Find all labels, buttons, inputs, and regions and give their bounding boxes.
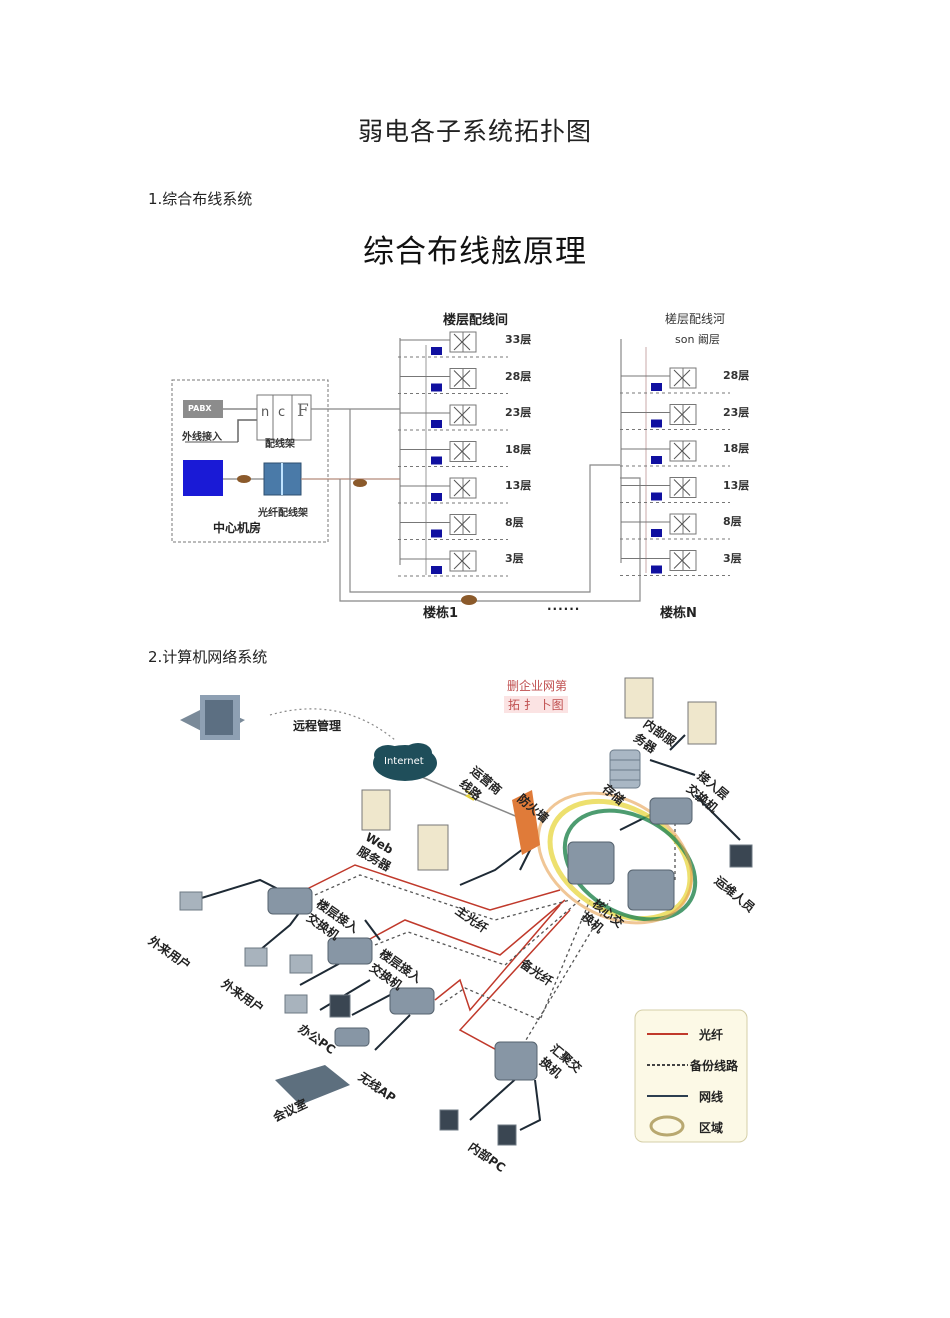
buildingN-header: 槎层配线河 (665, 312, 726, 326)
floor-outlet-block (431, 566, 442, 574)
document-title: 弱电各子系统拓扑图 (357, 117, 592, 146)
fiber-coupler-icon (237, 475, 251, 483)
laptop-icon-3 (289, 954, 313, 974)
cabling-diagram: PABX 外线接入 n c F 配线架 光纤配线架 中心机房 楼层配线间 33层… (160, 295, 780, 625)
ops-staff-icon (729, 844, 753, 868)
internal-server-icon-1 (624, 677, 654, 719)
patch-panel-label: 配线架 (265, 439, 295, 450)
floor-label: 3层 (505, 552, 524, 565)
web-server-icon-1 (361, 789, 391, 831)
floor-outlet-block (431, 456, 442, 465)
legend-backup-label: 备份线路 (690, 1059, 739, 1073)
floor-outlet-block (651, 419, 662, 428)
floor-label: 18层 (723, 442, 750, 455)
center-room-label: 中心机房 (213, 521, 262, 535)
zone-ring-orange (536, 791, 694, 925)
network-diagram: 删企业网第 拓 扌 卜图 远程管理 Internet 运营商线路 防火墙 Web… (140, 670, 800, 1190)
network-diagram-graphics (179, 677, 753, 1146)
floor-outlet-block (431, 529, 442, 538)
internal-pc-icon-1 (439, 1109, 459, 1131)
legend-cable-label: 网线 (699, 1090, 724, 1104)
section-heading-cabling: 1.综合布线系统 (148, 190, 253, 208)
fiber-panel-label: 光纤配线架 (258, 508, 308, 519)
office-building-icon (180, 695, 245, 740)
storage-icon (609, 749, 641, 789)
laptop-icon-4 (284, 994, 308, 1014)
patch-panel-glyph-3: F (297, 401, 309, 421)
buildingN-subheader: son 阚层 (675, 333, 720, 346)
internal-server-icon-2 (687, 701, 717, 745)
pabx-box (183, 400, 223, 418)
core-switch-icon-2 (627, 869, 675, 911)
internet-label: Internet (384, 756, 424, 767)
patch-panel-box (256, 394, 312, 441)
remote-mgmt-label: 远程管理 (293, 719, 342, 733)
internal-pc-icon-2 (497, 1124, 517, 1146)
floor-label: 33层 (505, 333, 532, 346)
legend-zone-label: 区域 (699, 1121, 724, 1135)
pabx-label: PABX (188, 404, 212, 413)
floor-outlet-block (651, 529, 662, 537)
network-figure-title-line2: 拓 扌 卜图 (504, 696, 568, 713)
isp-line-lightning-icon (464, 789, 475, 801)
floor-switch-icon-3 (389, 987, 435, 1015)
remote-mgmt-link (269, 708, 396, 741)
cabling-figure-title: 综合布线舷原理 (363, 234, 587, 270)
buildingN-label: 楼栋N (660, 606, 697, 621)
legend-box (634, 1009, 748, 1143)
floor-label: 23层 (723, 405, 750, 419)
floor-outlet-block (651, 456, 662, 464)
floor-outlet-block (431, 493, 442, 501)
floor-outlet-block (651, 383, 662, 391)
floor-switch-icon-2 (327, 937, 373, 965)
meeting-room-icon (275, 1065, 350, 1105)
floor-label: 13层 (723, 478, 750, 492)
laptop-icon-2 (244, 947, 268, 967)
buildings-ellipsis: ...... (547, 599, 581, 613)
floor-outlet-block (651, 492, 662, 501)
server-block (183, 460, 223, 496)
building1-label: 楼栋1 (423, 606, 459, 621)
floor-label: 8层 (723, 515, 742, 528)
floor-label: 28层 (723, 369, 750, 382)
core-switch-icon-1 (567, 841, 615, 885)
floor-label: 23层 (505, 406, 532, 419)
cabling-diagram-lines (171, 331, 730, 605)
laptop-icon-1 (179, 891, 203, 911)
building1-header: 楼层配线间 (443, 313, 509, 328)
aggregation-switch-icon (494, 1041, 538, 1081)
center-room-frame (171, 379, 329, 543)
zone-ring-yellow (547, 798, 693, 922)
floor-label: 8层 (505, 515, 524, 529)
patch-panel-glyph-2: c (278, 405, 286, 420)
section-heading-network: 2.计算机网络系统 (148, 648, 268, 666)
legend-zone-swatch (649, 1115, 685, 1137)
firewall-icon (512, 790, 540, 855)
floor-label: 3层 (723, 551, 742, 565)
floor-outlet-block (431, 420, 442, 428)
network-figure-title-line1: 删企业网第 (507, 679, 568, 693)
patch-panel-glyph-1: n (261, 405, 270, 420)
external-line-label: 外线接入 (182, 432, 222, 443)
legend-fiber-label: 光纤 (699, 1028, 724, 1042)
floor-outlet-block (651, 565, 662, 574)
floor-label: 18层 (505, 442, 532, 456)
web-server-icon-2 (417, 824, 449, 871)
floor-outlet-block (431, 383, 442, 392)
office-pc-icon (329, 994, 351, 1018)
internet-cloud-icon (373, 743, 437, 781)
floor-switch-icon-1 (267, 887, 313, 915)
floor-label: 28层 (505, 369, 532, 383)
access-switch-icon (649, 797, 693, 825)
floor-outlet-block (431, 347, 442, 355)
wireless-ap-icon (334, 1027, 370, 1047)
floor-label: 13层 (505, 479, 532, 492)
